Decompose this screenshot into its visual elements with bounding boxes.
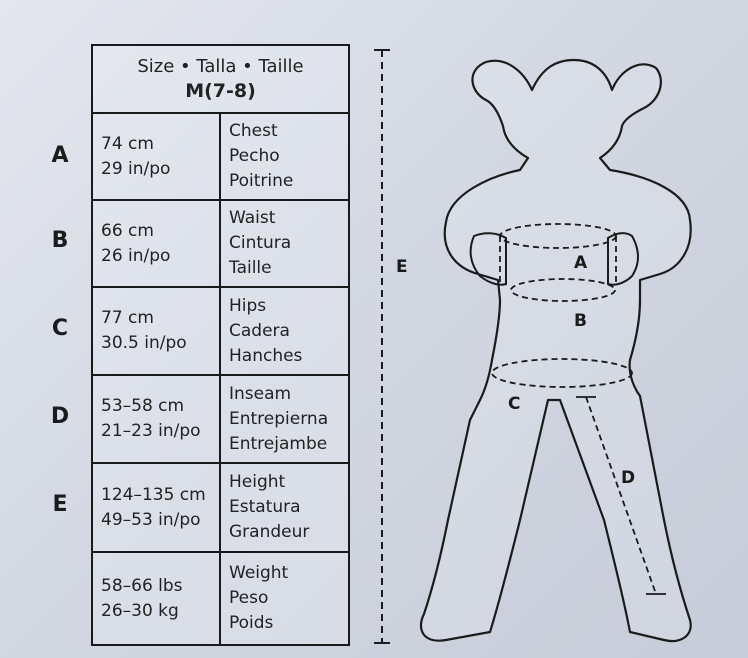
measurement-cell: 124–135 cm 49–53 in/po [91, 462, 221, 553]
imperial-value: 26 in/po [101, 245, 171, 266]
row-letter-d: D [50, 404, 70, 429]
label-fr: Grandeur [229, 522, 310, 542]
label-en: Weight [229, 563, 289, 583]
label-es: Cadera [229, 320, 290, 341]
table-row: 58–66 lbs 26–30 kg Weight Peso Poids [91, 551, 350, 646]
figure-label-d: D [621, 468, 635, 488]
height-measure-line [374, 49, 390, 644]
label-en: Chest [229, 121, 278, 141]
table-row: 74 cm 29 in/po Chest Pecho Poitrine [91, 112, 350, 201]
metric-value: 124–135 cm [101, 484, 206, 505]
label-cell: Chest Pecho Poitrine [219, 112, 350, 201]
size-chart-table: Size • Talla • Taille M(7-8) 74 cm 29 in… [91, 44, 350, 646]
label-es: Cintura [229, 233, 292, 253]
waist-measure-ellipse [510, 278, 616, 302]
label-en: Height [229, 472, 286, 492]
label-cell: Waist Cintura Taille [219, 199, 350, 288]
label-cell: Weight Peso Poids [219, 551, 350, 646]
label-cell: Inseam Entrepierna Entrejambe [219, 374, 350, 464]
imperial-value: 26–30 kg [101, 600, 179, 621]
imperial-value: 29 in/po [101, 158, 171, 179]
label-es: Entrepierna [229, 408, 329, 429]
label-es: Pecho [229, 146, 280, 166]
size-header-row: Size • Talla • Taille M(7-8) [91, 44, 350, 114]
metric-value: 58–66 lbs [101, 575, 183, 596]
metric-value: 66 cm [101, 220, 154, 241]
table-row: 66 cm 26 in/po Waist Cintura Taille [91, 199, 350, 288]
hips-measure-ellipse [491, 358, 633, 388]
label-es: Estatura [229, 497, 301, 517]
imperial-value: 49–53 in/po [101, 509, 201, 530]
label-cell: Height Estatura Grandeur [219, 462, 350, 553]
label-es: Peso [229, 588, 269, 608]
row-letter-c: C [51, 316, 69, 341]
left-hand [469, 232, 507, 286]
label-en: Inseam [229, 383, 292, 404]
child-silhouette [419, 58, 692, 643]
table-row: 77 cm 30.5 in/po Hips Cadera Hanches [91, 286, 350, 376]
measurement-cell: 77 cm 30.5 in/po [91, 286, 221, 376]
size-code: M(7-8) [185, 80, 256, 102]
imperial-value: 21–23 in/po [101, 421, 201, 441]
imperial-value: 30.5 in/po [101, 333, 187, 353]
table-row: 53–58 cm 21–23 in/po Inseam Entrepierna … [91, 374, 350, 464]
inseam-measure-line [576, 396, 666, 595]
label-cell: Hips Cadera Hanches [219, 286, 350, 376]
figure-label-b: B [574, 311, 587, 331]
figure-label-a: A [574, 253, 588, 273]
size-title: Size • Talla • Taille [137, 56, 304, 77]
size-header: Size • Talla • Taille M(7-8) [91, 44, 350, 114]
label-en: Waist [229, 208, 276, 228]
row-letter-e: E [52, 492, 68, 517]
label-fr: Hanches [229, 345, 303, 366]
chest-measure-ellipse [499, 223, 617, 282]
metric-value: 77 cm [101, 308, 154, 328]
label-fr: Poids [229, 613, 274, 633]
row-letter-a: A [51, 143, 69, 168]
measurement-cell: 53–58 cm 21–23 in/po [91, 374, 221, 464]
figure-label-e: E [396, 257, 408, 277]
label-fr: Taille [229, 258, 272, 278]
measurement-cell: 74 cm 29 in/po [91, 112, 221, 201]
metric-value: 53–58 cm [101, 396, 185, 416]
label-fr: Poitrine [229, 171, 294, 191]
label-en: Hips [229, 295, 267, 316]
measurement-cell: 58–66 lbs 26–30 kg [91, 551, 221, 646]
row-letter-b: B [51, 228, 69, 253]
right-hand [607, 232, 639, 286]
figure-label-c: C [508, 394, 520, 414]
metric-value: 74 cm [101, 133, 154, 154]
label-fr: Entrejambe [229, 433, 328, 454]
table-row: 124–135 cm 49–53 in/po Height Estatura G… [91, 462, 350, 553]
measurement-cell: 66 cm 26 in/po [91, 199, 221, 288]
